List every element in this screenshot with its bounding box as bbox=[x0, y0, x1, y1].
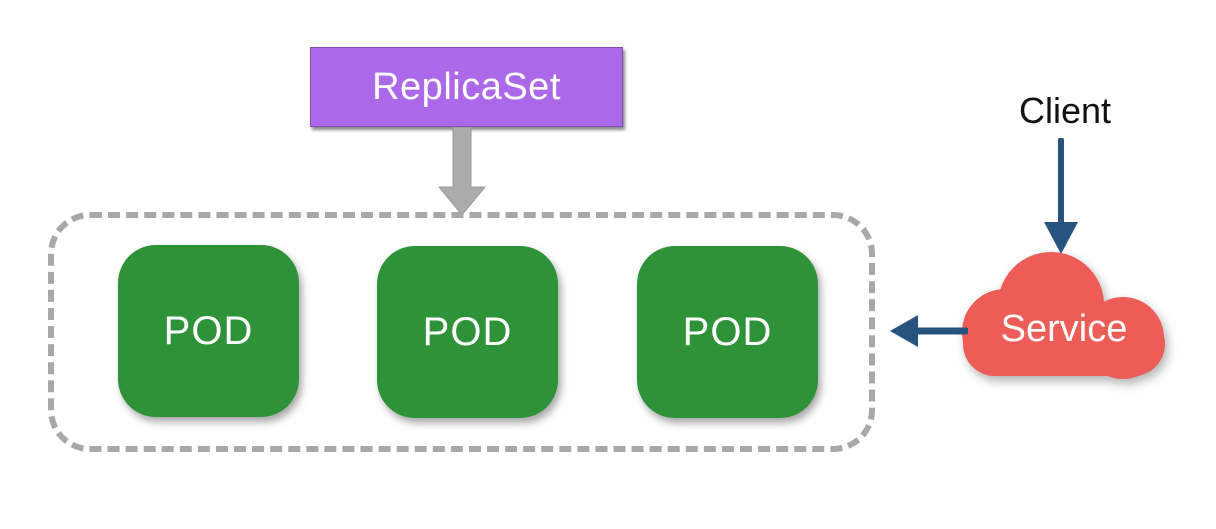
pods-group-container bbox=[48, 212, 875, 452]
client-to-service-arrow bbox=[1044, 138, 1078, 254]
service-cloud-shape bbox=[962, 252, 1165, 379]
replicaset-to-pods-arrow bbox=[437, 127, 487, 216]
client-label: Client bbox=[1018, 90, 1112, 131]
pod-node-3: POD bbox=[637, 246, 818, 418]
pod-node-2: POD bbox=[377, 246, 558, 418]
pod-node-1: POD bbox=[118, 245, 299, 417]
pod-label: POD bbox=[682, 309, 773, 354]
replicaset-label: ReplicaSet bbox=[372, 65, 561, 108]
service-label: Service bbox=[1000, 308, 1128, 350]
service-to-pods-arrow bbox=[890, 315, 968, 347]
pod-label: POD bbox=[422, 309, 513, 354]
pod-label: POD bbox=[163, 308, 254, 353]
replicaset-node: ReplicaSet bbox=[310, 47, 623, 127]
